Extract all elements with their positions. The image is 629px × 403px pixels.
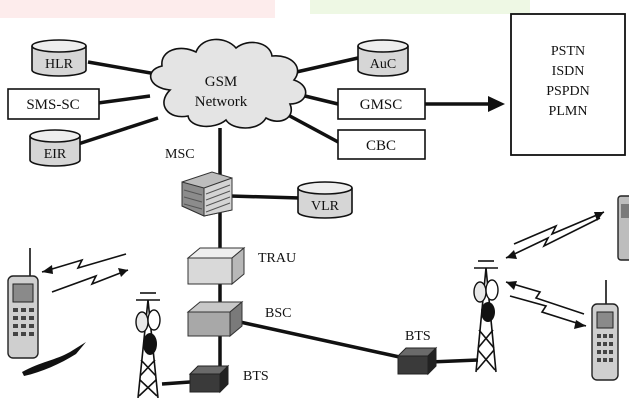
eir-database: EIR: [29, 129, 81, 167]
gmsc-label: GMSC: [360, 97, 403, 113]
external-network-plmn: PLMN: [549, 104, 588, 119]
external-network-isdn: ISDN: [552, 64, 585, 79]
bts-right-label: BTS: [405, 329, 431, 344]
bsc-label: BSC: [265, 306, 291, 321]
sms-sc-box: SMS-SC: [7, 88, 100, 120]
cloud-label-line1: GSM: [205, 74, 238, 90]
eir-label: EIR: [44, 147, 67, 162]
radio-signal-right-upper-icon: [505, 211, 605, 259]
mobile-phone-right-icon: [591, 280, 619, 381]
gmsc-arrow: [425, 96, 505, 112]
radio-signal-right-lower-icon: [505, 281, 587, 329]
connection-lines: [71, 56, 479, 386]
vlr-database: VLR: [297, 181, 353, 219]
external-network-pspdn: PSPDN: [546, 84, 590, 99]
hlr-label: HLR: [45, 57, 74, 72]
cbc-label: CBC: [366, 138, 396, 154]
background-tint-right: [310, 0, 530, 14]
auc-label: AuC: [370, 57, 396, 72]
msc-building-icon: [181, 171, 233, 217]
mobile-phone-partial-icon: [617, 195, 629, 261]
auc-database: AuC: [357, 39, 409, 77]
external-network-pstn: PSTN: [551, 44, 585, 59]
cable-squiggle-left: [22, 342, 86, 376]
gsm-network-cloud: GSM Network: [150, 38, 307, 129]
hlr-database: HLR: [31, 39, 87, 77]
bts-left-label: BTS: [243, 369, 269, 384]
antenna-tower-right-icon: [473, 260, 499, 373]
antenna-tower-left-icon: [135, 292, 161, 399]
msc-label: MSC: [165, 147, 195, 162]
bts-right-box: [396, 346, 438, 376]
mobile-phone-left-icon: [7, 248, 39, 359]
background-tint-left: [0, 0, 275, 18]
sms-sc-label: SMS-SC: [26, 97, 79, 113]
radio-signal-left-icon: [41, 253, 129, 293]
trau-box: [186, 246, 246, 286]
cloud-label-line2: Network: [195, 94, 248, 110]
bts-left-box: [188, 364, 230, 394]
trau-label: TRAU: [258, 251, 296, 266]
cbc-box: CBC: [337, 129, 426, 160]
vlr-label: VLR: [311, 199, 340, 214]
external-networks-box: PSTN ISDN PSPDN PLMN: [510, 13, 626, 156]
bsc-box: [186, 300, 244, 338]
gmsc-box: GMSC: [337, 88, 426, 120]
